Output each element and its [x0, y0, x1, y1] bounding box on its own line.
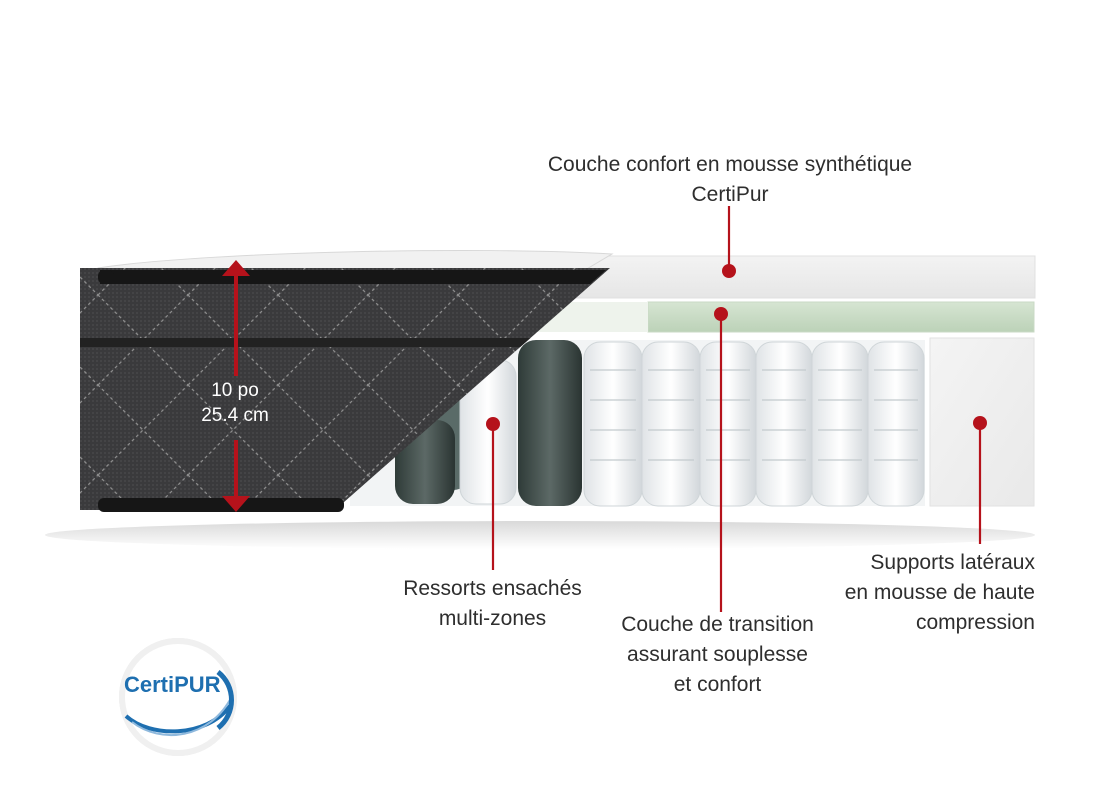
label-springs-line1: Ressorts ensachés: [403, 577, 582, 600]
bottom-border: [98, 498, 344, 512]
pillow-top: [97, 249, 614, 271]
height-inches: 10 po: [211, 380, 259, 401]
coil: [811, 341, 869, 507]
label-side-supports-line2: en mousse de haute: [844, 581, 1035, 604]
label-transition-line3: et confort: [673, 673, 762, 696]
callout-transition: [714, 307, 728, 612]
certipur-logo-text: CertiPUR: [124, 672, 221, 697]
height-arrow: [222, 260, 250, 512]
label-top-foam-line2: CertiPur: [691, 183, 769, 206]
coil: [867, 341, 925, 507]
callout-top-foam: [722, 206, 736, 278]
label-top-foam-line1: Couche confort en mousse synthétique: [547, 153, 913, 176]
label-side-supports: Supports latéraux en mousse de haute com…: [800, 548, 1035, 638]
label-transition-line2: assurant souplesse: [627, 643, 808, 666]
certipur-logo: [119, 638, 237, 756]
label-transition-line1: Couche de transition: [621, 613, 814, 636]
label-top-foam: Couche confort en mousse synthétique Cer…: [480, 150, 980, 210]
height-label: 10 po 25.4 cm: [190, 378, 280, 428]
top-border: [100, 270, 606, 284]
top-border-edge: [98, 270, 114, 284]
coil: [583, 341, 643, 507]
coil: [641, 341, 701, 507]
floor-shadow: [45, 521, 1035, 549]
coil: [699, 341, 757, 507]
top-foam-layer: [559, 255, 1036, 299]
label-springs: Ressorts ensachés multi-zones: [380, 574, 605, 634]
label-springs-line2: multi-zones: [438, 607, 547, 630]
height-cm: 25.4 cm: [201, 405, 269, 426]
coil: [755, 341, 813, 507]
label-transition: Couche de transition assurant souplesse …: [595, 610, 840, 700]
transition-layer: [647, 301, 1035, 333]
callout-springs: [486, 417, 500, 570]
dark-coil: [518, 340, 582, 506]
callout-side-supports: [973, 416, 987, 544]
label-side-supports-line3: compression: [915, 611, 1035, 634]
label-side-supports-line1: Supports latéraux: [870, 551, 1035, 574]
